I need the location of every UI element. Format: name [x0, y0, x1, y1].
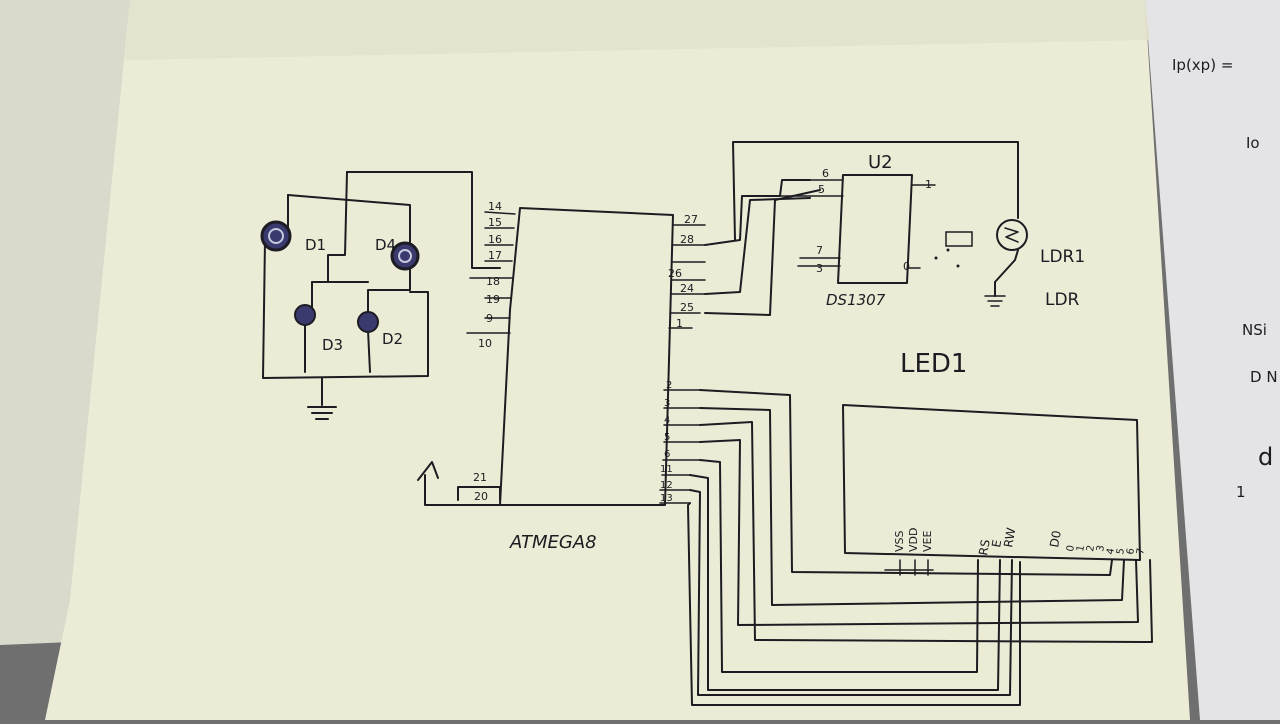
led-d3-symbol	[294, 304, 316, 326]
lcd-d2: 2	[1085, 544, 1097, 552]
mcu-left-pin-numbers: 14 15 16 17 18 19 9 10	[478, 200, 502, 350]
lcd-data-pins: 0 1 2 3 4 5 6 7	[1065, 544, 1147, 555]
rtc-pin-1: 1	[925, 178, 932, 191]
rtc-pin-6: 6	[822, 167, 829, 180]
rtc-part: DS1307	[826, 291, 886, 309]
mcu-pin-19: 19	[486, 293, 500, 306]
mcu-right-bottom-pin-numbers: 2 3 4 5 6 11 12 13	[660, 380, 673, 504]
ldr-symbol	[996, 219, 1028, 251]
mcu-pin-17: 17	[488, 249, 502, 262]
lcd-display: LED1 VSS VDD VEE RS E RW D0 0 1 2 3 4 5 …	[842, 349, 1147, 576]
lcd-d6: 6	[1125, 547, 1137, 555]
margin-note-4: D N	[1250, 368, 1278, 386]
mcu-pin-9: 9	[486, 312, 493, 325]
rtc-pin-0: 0	[903, 260, 910, 273]
lcd-bus-wires	[687, 389, 1153, 706]
mcu-right-top-pin-numbers: 27 28 26 24 25 1	[668, 213, 698, 330]
lcd-d7: 7	[1135, 547, 1147, 555]
lcd-pin-vee: VEE	[921, 531, 934, 552]
led-d1-symbol	[260, 220, 292, 252]
lcd-d0: 0	[1065, 544, 1077, 552]
paper-shadow	[125, 0, 1150, 60]
mcu-pin-4: 4	[664, 415, 670, 426]
led-d3-label: D3	[322, 336, 343, 354]
mcu-pin-1: 1	[676, 317, 683, 330]
led-d1-label: D1	[305, 236, 326, 254]
lcd-control-pins: RS E RW	[976, 527, 1018, 557]
rtc-pin-5: 5	[818, 183, 825, 196]
mcu-atmega8: ATMEGA8 14 15 16 17 18 19 9 10 27 28 26 …	[417, 200, 706, 553]
lcd-pin-rs: RS	[976, 538, 993, 556]
led-d4-label: D4	[375, 236, 396, 254]
lcd-d1: 1	[1075, 544, 1087, 552]
margin-notes: Ip(xp) = Io NSi D N d 1	[1172, 56, 1278, 501]
lcd-pin-e: E	[989, 539, 1004, 549]
mcu-pin-14: 14	[488, 200, 502, 213]
mcu-pin-6: 6	[664, 449, 670, 460]
led-d4-symbol	[390, 241, 420, 271]
margin-note-6: 1	[1236, 483, 1246, 501]
mcu-pin-18: 18	[486, 275, 500, 288]
mcu-pin-24: 24	[680, 282, 694, 295]
margin-note-5: d	[1258, 443, 1273, 471]
margin-note-3: NSi	[1242, 321, 1267, 339]
mcu-pin-26: 26	[668, 267, 682, 280]
rtc-ds1307: U2 DS1307 6 5 7 3 1 0	[704, 141, 1019, 316]
mcu-pin-5: 5	[664, 432, 670, 443]
mcu-pin-11: 11	[660, 464, 673, 475]
mcu-pin-28: 28	[680, 233, 694, 246]
lcd-pin-rw: RW	[1001, 527, 1018, 549]
lcd-pin-vss: VSS	[893, 530, 906, 552]
mcu-pin-15: 15	[488, 216, 502, 229]
mcu-pin-21: 21	[473, 471, 487, 484]
mcu-pin-3: 3	[664, 398, 670, 409]
mcu-pin-25: 25	[680, 301, 694, 314]
mcu-pin-2: 2	[666, 380, 672, 391]
ldr-label-2: LDR	[1045, 290, 1080, 310]
lcd-d5: 5	[1115, 547, 1127, 555]
margin-note-2: Io	[1246, 134, 1260, 152]
mcu-pin-10: 10	[478, 337, 492, 350]
paper-sheet-main	[45, 0, 1190, 720]
mcu-pin-27: 27	[684, 213, 698, 226]
mcu-pin-16: 16	[488, 233, 502, 246]
mcu-pin-12: 12	[660, 480, 673, 491]
lcd-power-pins: VSS VDD VEE	[893, 528, 934, 552]
mcu-label: ATMEGA8	[509, 532, 597, 553]
rtc-ref: U2	[868, 152, 893, 173]
led-cluster: D1 D4 D3 D2	[260, 171, 501, 420]
led-d2-symbol	[357, 311, 379, 333]
ldr-sensor: LDR1 LDR	[984, 219, 1085, 310]
led-d2-label: D2	[382, 330, 403, 348]
mcu-pin-20: 20	[474, 490, 488, 503]
lcd-pin-vdd: VDD	[907, 528, 920, 552]
lcd-ref: LED1	[900, 349, 967, 379]
ldr-label-1: LDR1	[1040, 247, 1085, 267]
rtc-pin-3: 3	[816, 262, 823, 275]
lcd-data-label: D0	[1047, 529, 1064, 548]
rtc-pin-7: 7	[816, 244, 823, 257]
crystal-symbol	[934, 231, 973, 268]
lcd-d3: 3	[1095, 544, 1107, 552]
mcu-pin-13: 13	[660, 493, 673, 504]
lcd-d4: 4	[1105, 547, 1117, 555]
paper-sheet-right	[1145, 0, 1280, 720]
margin-note-1: Ip(xp) =	[1172, 56, 1233, 74]
